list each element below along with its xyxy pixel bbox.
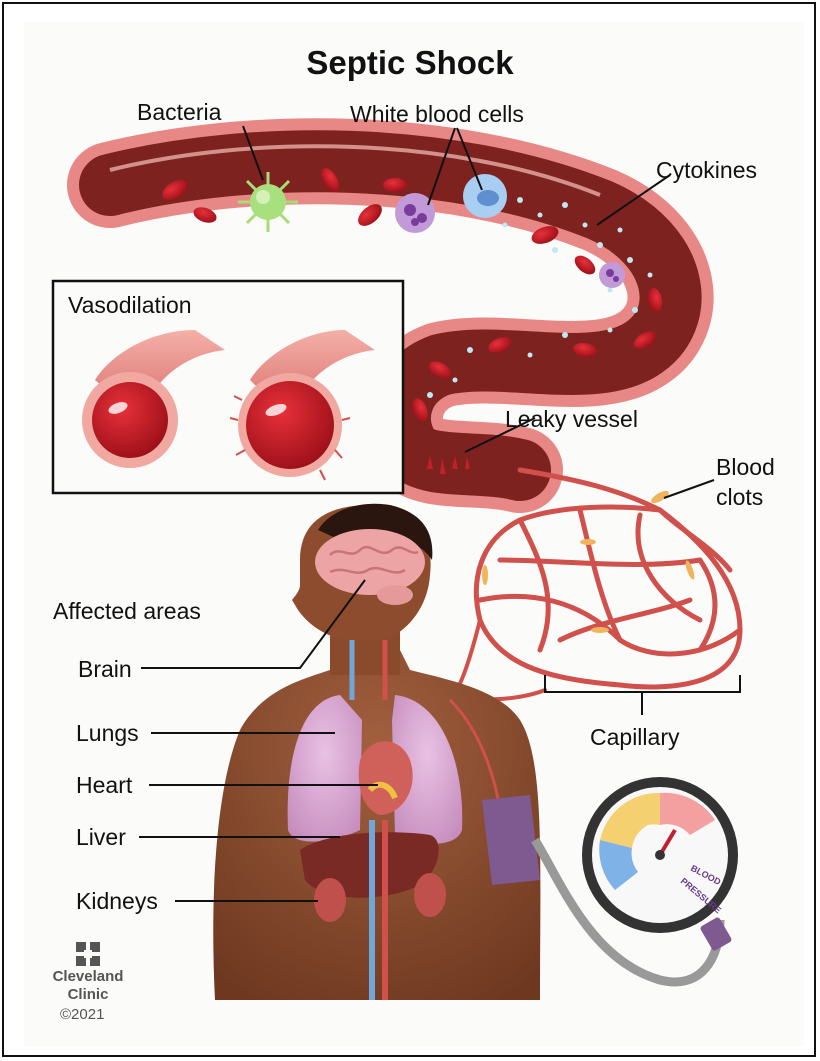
figure-title: Septic Shock bbox=[0, 44, 820, 82]
blood-pressure-gauge bbox=[582, 777, 738, 952]
inset-title: Vasodilation bbox=[68, 294, 192, 317]
label-cytokines: Cytokines bbox=[656, 159, 757, 182]
affected-areas-heading: Affected areas bbox=[53, 600, 201, 623]
logo-name-line2: Clinic bbox=[48, 986, 128, 1003]
organ-label-kidneys: Kidneys bbox=[76, 890, 158, 913]
cleveland-clinic-logo-icon bbox=[76, 942, 100, 966]
label-blood-clots-line1: Blood bbox=[716, 456, 775, 479]
label-capillary: Capillary bbox=[590, 726, 679, 749]
human-body bbox=[213, 504, 540, 1000]
bacteria-cell bbox=[238, 172, 298, 232]
label-leaky-vessel: Leaky vessel bbox=[505, 408, 638, 431]
organ-label-brain: Brain bbox=[78, 658, 132, 681]
label-blood-clots-line2: clots bbox=[716, 486, 763, 509]
organ-label-heart: Heart bbox=[76, 774, 132, 797]
organ-label-liver: Liver bbox=[76, 826, 126, 849]
organ-label-lungs: Lungs bbox=[76, 722, 139, 745]
label-white-blood-cells: White blood cells bbox=[350, 103, 524, 126]
label-bacteria: Bacteria bbox=[137, 101, 221, 124]
logo-name-line1: Cleveland bbox=[48, 968, 128, 985]
copyright: ©2021 bbox=[60, 1006, 104, 1023]
